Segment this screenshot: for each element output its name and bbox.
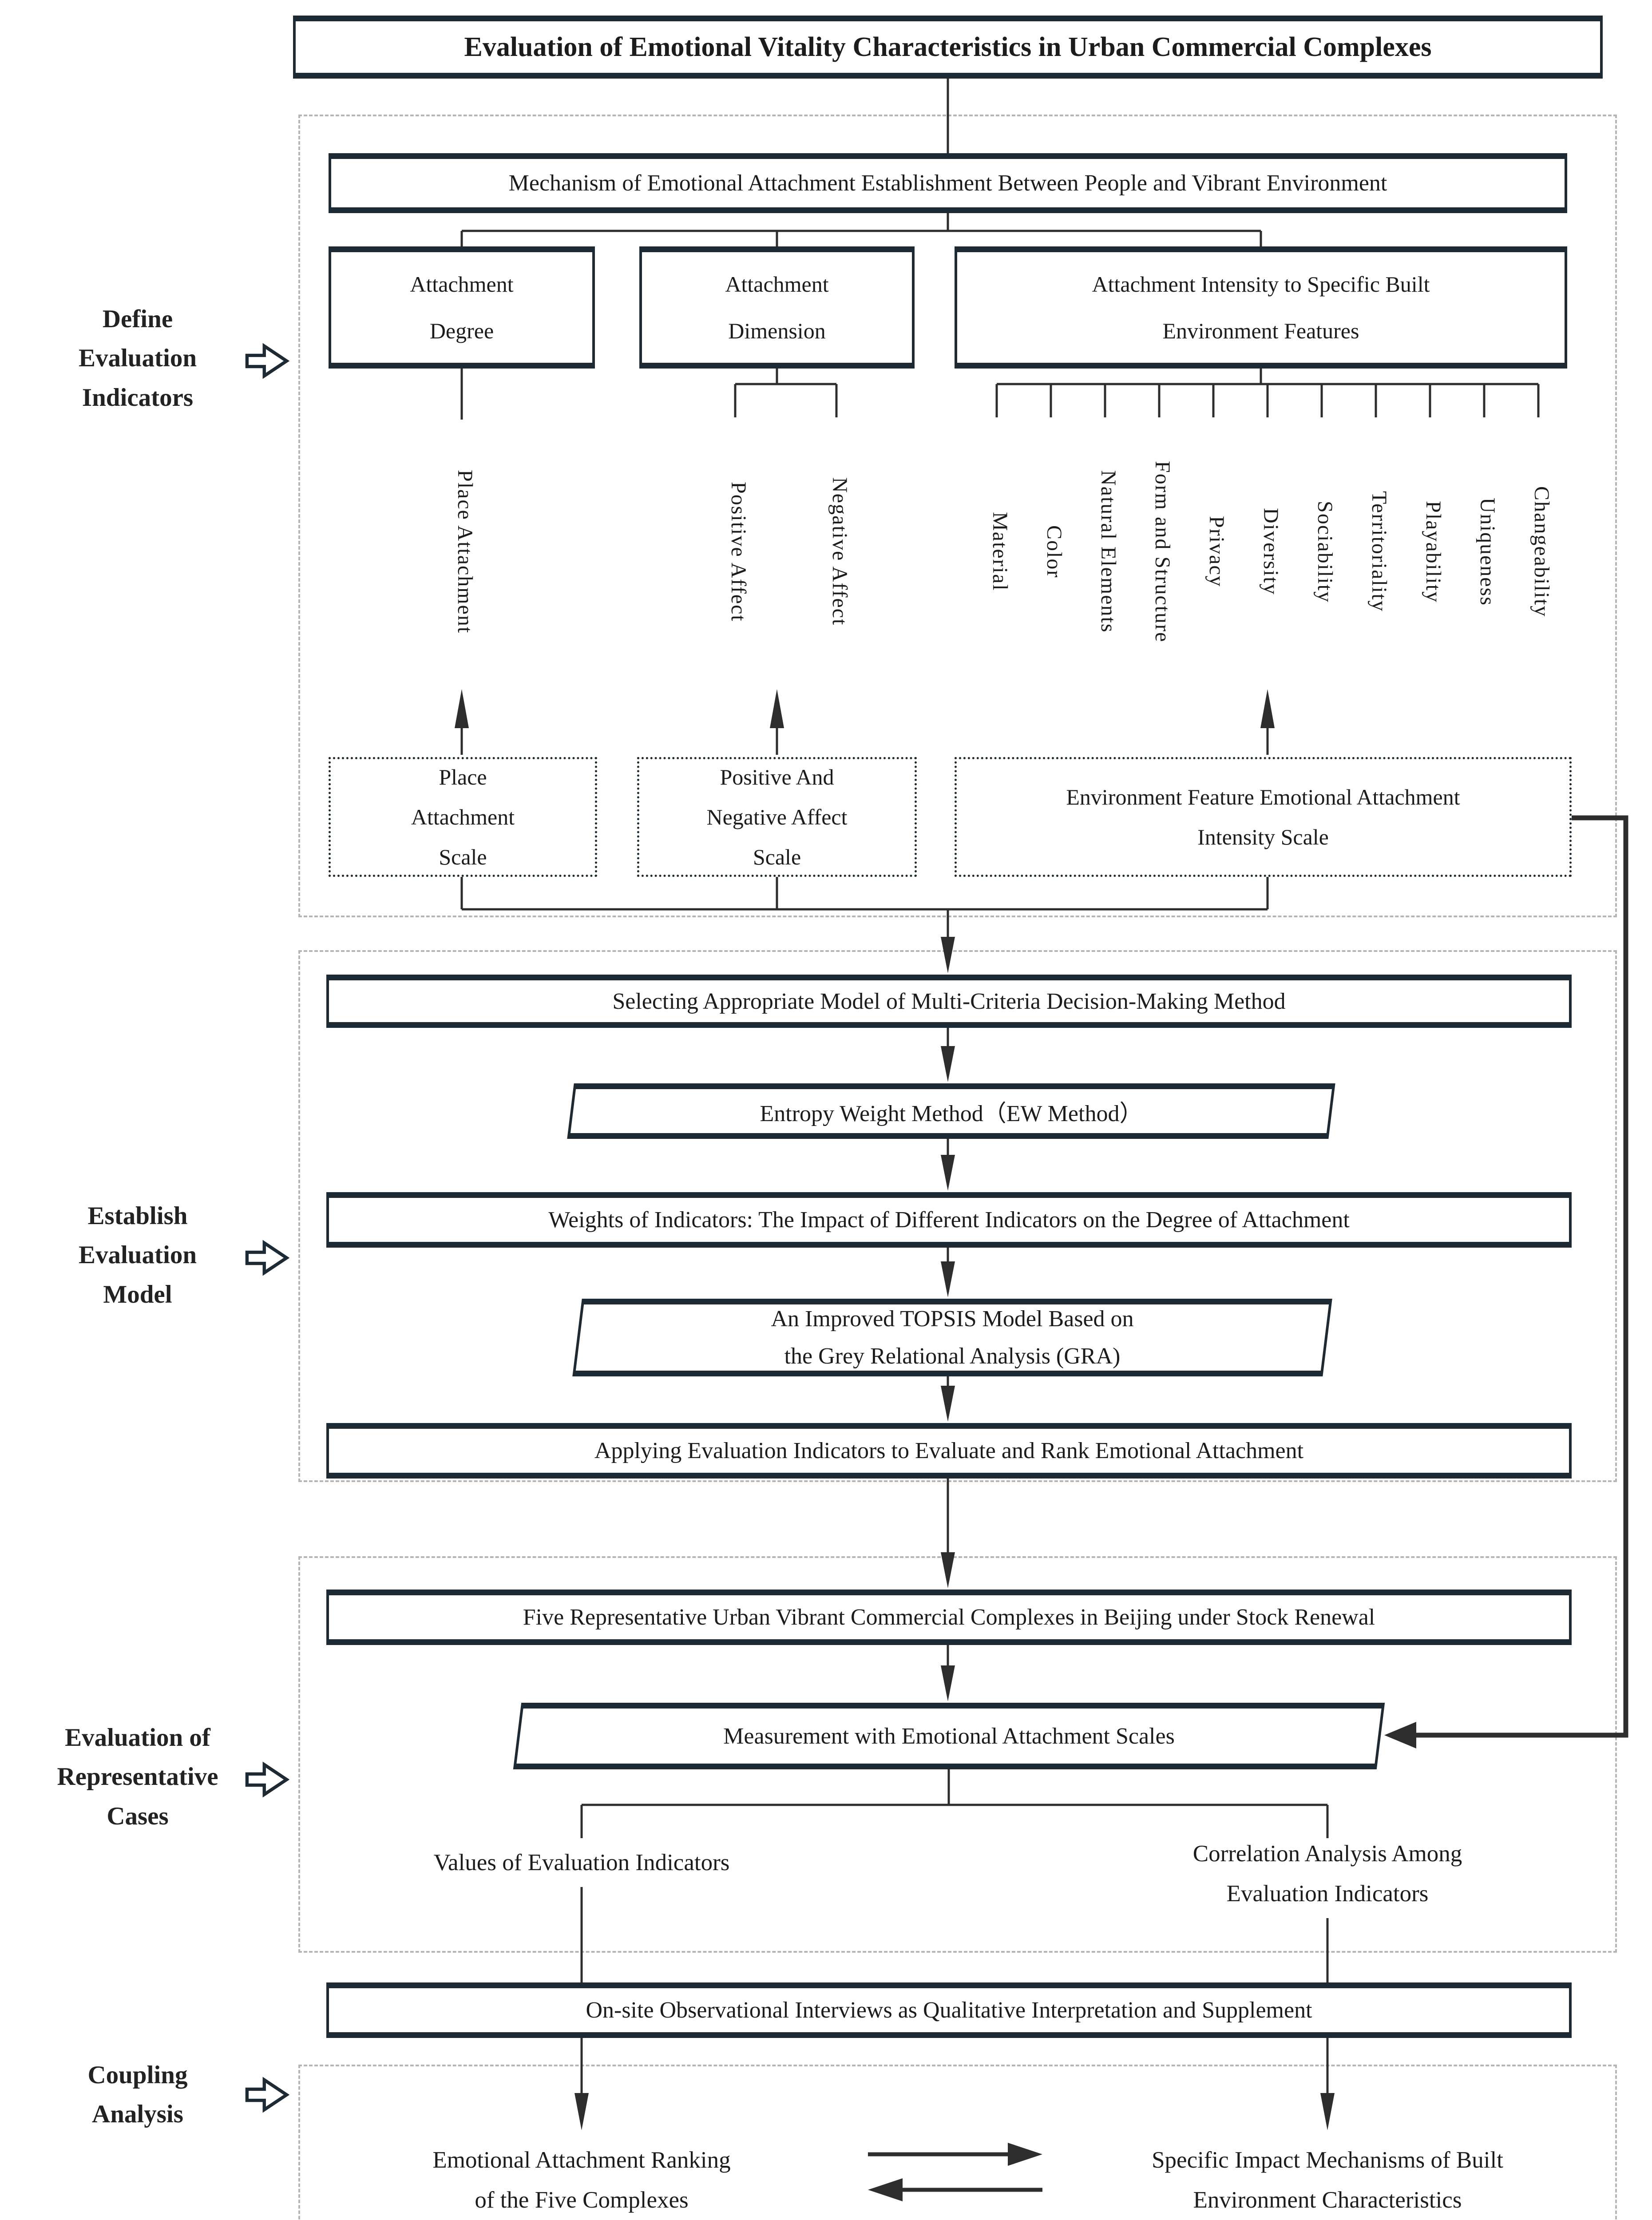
rail-label-coupling: Coupling Analysis	[87, 2061, 188, 2129]
impact-mechanisms-label: Specific Impact Mechanisms of Built Envi…	[1152, 2147, 1503, 2213]
side-feedback-connector	[1384, 815, 1628, 1748]
vlabel-natural-elements: Natural Elements	[1097, 470, 1120, 633]
vlabel-form-and-structure: Form and Structure	[1151, 460, 1174, 643]
down-arrowhead-applying	[941, 1386, 955, 1422]
five-complexes-box: Five Representative Urban Vibrant Commer…	[326, 1590, 1572, 1645]
scale-box-environment-feature: Environment Feature Emotional Attachment…	[955, 757, 1572, 877]
vlabel-negative-affect: Negative Affect	[828, 477, 852, 626]
step-entropy-parallelogram: Entropy Weight Method（EW Method）	[570, 1083, 1332, 1139]
lines-onsite-to-coupling	[580, 2038, 1329, 2095]
vlabel-uniqueness: Uniqueness	[1476, 497, 1499, 606]
up-arrowhead-affect-scale	[770, 689, 784, 728]
vlabel-privacy: Privacy	[1205, 516, 1228, 587]
vlabel-positive-affect: Positive Affect	[727, 481, 750, 622]
measurement-parallelogram: Measurement with Emotional Attachment Sc…	[517, 1703, 1381, 1769]
step-entropy-label: Entropy Weight Method（EW Method）	[760, 1101, 1143, 1126]
attachment-ranking-label: Emotional Attachment Ranking of the Five…	[432, 2147, 731, 2213]
down-arrowhead-five	[941, 1552, 955, 1588]
vlabel-color: Color	[1042, 525, 1066, 579]
vlabel-playability: Playability	[1422, 500, 1445, 603]
branch-box-attachment-degree: Attachment Degree	[329, 246, 595, 369]
down-arrowhead-weights	[941, 1155, 955, 1191]
section-establish-container	[298, 950, 1617, 1482]
down-arrowhead-selecting	[941, 937, 955, 973]
branch-box-attachment-dimension: Attachment Dimension	[639, 246, 915, 369]
down-arrowhead-ranking	[574, 2093, 589, 2130]
down-arrowhead-measurement	[941, 1665, 955, 1701]
split-measurement	[580, 1769, 1329, 1838]
exchange-arrowhead-right	[1008, 2143, 1042, 2166]
rail-label-cases: Evaluation of Representative Cases	[57, 1724, 218, 1830]
arrowheads	[455, 689, 1335, 2130]
tree-lines	[460, 78, 1540, 2095]
step-topsis-label: An Improved TOPSIS Model Based on the Gr…	[771, 1306, 1134, 1369]
rail-label-define: Define Evaluation Indicators	[78, 305, 197, 412]
up-arrowhead-intensity-scale	[1260, 689, 1275, 728]
rail-arrow-establish-icon	[245, 1240, 290, 1276]
rail-arrow-coupling-icon	[245, 2077, 290, 2113]
step-selecting-model-box: Selecting Appropriate Model of Multi-Cri…	[326, 975, 1572, 1028]
vlabel-place-attachment: Place Attachment	[453, 469, 477, 634]
down-arrowhead-mechanisms	[1320, 2093, 1335, 2130]
merge-scales-lines	[460, 877, 1269, 939]
comb-intensity-teeth	[995, 384, 1540, 417]
scale-box-place-attachment: Place Attachment Scale	[329, 757, 597, 877]
page-title: Evaluation of Emotional Vitality Charact…	[293, 16, 1603, 79]
values-of-indicators-label: Values of Evaluation Indicators	[433, 1850, 730, 1875]
rail-arrow-cases-icon	[245, 1761, 290, 1798]
comb-intensity-bar	[997, 369, 1538, 385]
vlabel-changeability: Changeability	[1530, 486, 1553, 618]
vlabel-territoriality: Territoriality	[1367, 491, 1391, 612]
comb-dimension	[734, 369, 838, 417]
up-arrowhead-place-scale	[455, 689, 469, 728]
rail-arrow-define-icon	[245, 343, 290, 379]
step-weights-box: Weights of Indicators: The Impact of Dif…	[326, 1192, 1572, 1248]
correlation-analysis-label: Correlation Analysis Among Evaluation In…	[1192, 1841, 1462, 1907]
down-arrowhead-entropy	[941, 1046, 955, 1082]
vlabel-material: Material	[988, 512, 1012, 591]
section-define-container	[298, 115, 1617, 917]
scale-up-arrow-lines	[460, 726, 1269, 755]
section-cases-container	[298, 1556, 1617, 1953]
exchange-arrowhead-left	[868, 2178, 903, 2201]
step-topsis-parallelogram: An Improved TOPSIS Model Based on the Gr…	[577, 1299, 1327, 1376]
branch-box-attachment-intensity: Attachment Intensity to Specific Built E…	[955, 246, 1567, 369]
step-applying-box: Applying Evaluation Indicators to Evalua…	[326, 1423, 1572, 1479]
vlabel-diversity: Diversity	[1259, 508, 1283, 595]
mechanism-box: Mechanism of Emotional Attachment Establ…	[329, 153, 1567, 213]
rail-label-establish: Establish Evaluation Model	[78, 1202, 197, 1308]
split-mechanism-to-branches	[460, 213, 1262, 246]
section-coupling-container	[298, 2065, 1617, 2220]
lines-branches-to-onsite	[580, 1887, 1329, 1982]
down-arrowhead-topsis	[941, 1261, 955, 1297]
scale-box-affect: Positive And Negative Affect Scale	[637, 757, 917, 877]
onsite-interviews-box: On-site Observational Interviews as Qual…	[326, 1982, 1572, 2038]
coupling-exchange-arrows	[868, 2143, 1042, 2201]
left-arrowhead-measurement	[1384, 1722, 1416, 1748]
measurement-label: Measurement with Emotional Attachment Sc…	[723, 1723, 1175, 1749]
scale-to-measurement-connector	[1416, 815, 1628, 1738]
vlabel-sociability: Sociability	[1313, 500, 1337, 603]
